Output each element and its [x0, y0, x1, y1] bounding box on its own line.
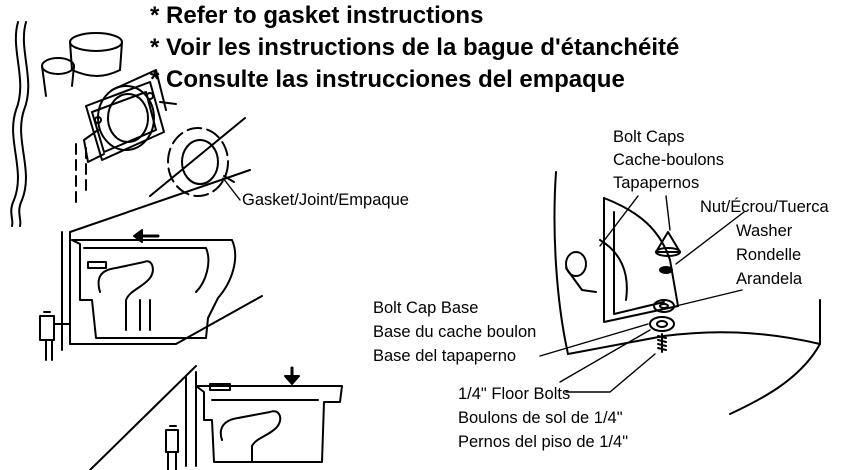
bolt-cap-base-label-es: Base del tapaperno — [373, 347, 517, 365]
toilet-side-view-1 — [39, 229, 263, 361]
gasket — [167, 127, 235, 197]
washer-label-en: Washer — [736, 222, 793, 240]
washer — [653, 299, 675, 313]
bolt-caps-label-es: Tapapernos — [613, 174, 700, 192]
washer-label-fr: Rondelle — [736, 246, 802, 264]
wall-edge-line — [10, 21, 30, 227]
bolt-cap — [655, 231, 681, 257]
bolt-caps-label-fr: Cache-boulons — [613, 151, 724, 169]
bolt-cap-base-label-fr: Base du cache boulon — [373, 323, 537, 341]
note-english: * Refer to gasket instructions — [150, 2, 484, 29]
bolt-cap-base — [649, 316, 675, 332]
toilet-base-detail — [553, 171, 821, 415]
floor-bolts-label-en: 1/4" Floor Bolts — [458, 385, 571, 403]
bolt-caps-label-en: Bolt Caps — [613, 128, 685, 146]
bolt-cap-base-label-en: Bolt Cap Base — [373, 299, 479, 317]
nut-label: Nut/Écrou/Tuerca — [700, 198, 829, 216]
drain-pipe — [41, 32, 123, 203]
washer-label-es: Arandela — [736, 270, 803, 288]
toilet-flange — [83, 69, 177, 163]
leader-lines — [222, 177, 745, 393]
toilet-side-view-2 — [89, 365, 343, 470]
floor-line-top — [69, 117, 251, 233]
gasket-label: Gasket/Joint/Empaque — [242, 191, 409, 209]
floor-bolt — [657, 333, 667, 353]
floor-bolts-label-es: Pernos del piso de 1/4" — [458, 433, 629, 451]
note-spanish: * Consulte las instrucciones del empaque — [150, 66, 625, 93]
nut — [659, 266, 673, 274]
floor-bolts-label-fr: Boulons de sol de 1/4" — [458, 409, 623, 427]
note-french: * Voir les instructions de la bague d'ét… — [150, 34, 680, 61]
